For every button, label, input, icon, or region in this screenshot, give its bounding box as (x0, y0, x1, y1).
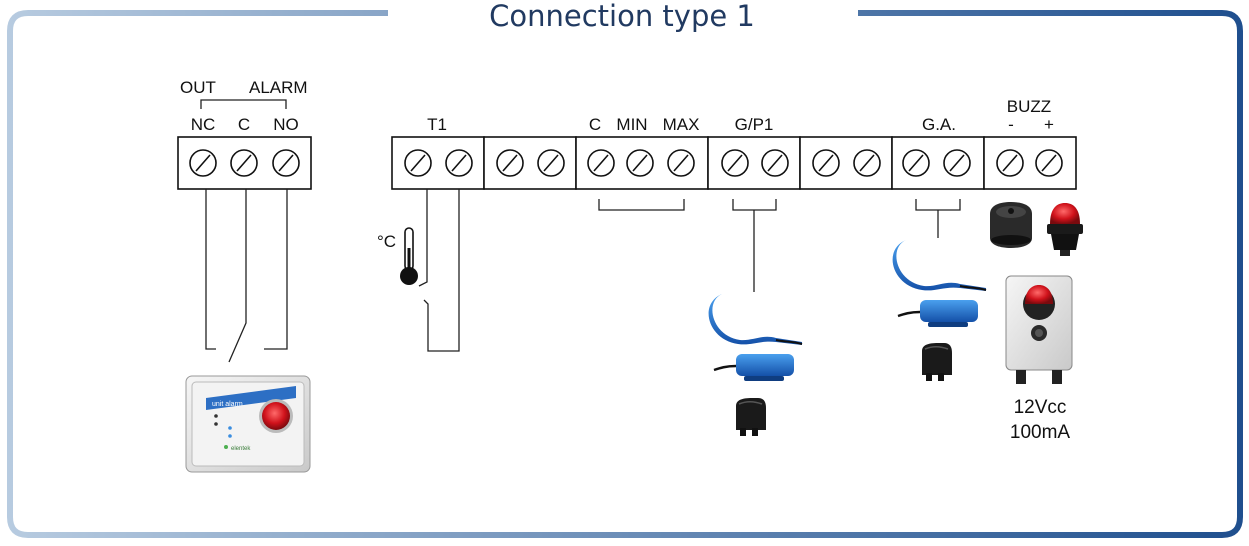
screw-terminal (667, 149, 695, 177)
diagram-title: Connection type 1 (489, 0, 755, 33)
alarm-unit-title: unit alarm (212, 401, 243, 408)
alarm-output-terminal-group: OUT ALARM NC C NO (177, 78, 312, 363)
buzzer-icon (990, 202, 1032, 248)
label-buzz-minus: - (1008, 115, 1014, 134)
main-terminal-strip: T1 C MIN MAX G/P1 G.A. BUZZ - + (391, 97, 1077, 352)
alarm-unit-brand: elentek (231, 446, 251, 452)
label-alarm: ALARM (249, 78, 308, 97)
label-ga: G.A. (922, 115, 956, 134)
label-no: NO (273, 115, 299, 134)
screw-terminal (812, 149, 840, 177)
terminal-screws (404, 149, 1063, 177)
label-min: MIN (616, 115, 647, 134)
float-bar-gp1 (712, 352, 796, 383)
screw-terminal (902, 149, 930, 177)
float-ball-ga (891, 239, 987, 292)
label-out: OUT (180, 78, 216, 97)
label-c-out: C (238, 115, 250, 134)
screw-terminal (537, 149, 565, 177)
float-bar-ga (896, 298, 980, 329)
screw-terminal (996, 149, 1024, 177)
screw-terminal (1035, 149, 1063, 177)
float-ball-gp1 (707, 293, 803, 346)
label-buzz: BUZZ (1007, 97, 1051, 116)
screw-terminal (404, 149, 432, 177)
float-cap-ga (921, 342, 953, 382)
screw-terminal (761, 149, 789, 177)
screw-terminal (721, 149, 749, 177)
beacon-light-icon (1047, 203, 1083, 256)
screw-terminal (587, 149, 615, 177)
alarm-control-box-image: unit alarm elentek (185, 375, 311, 473)
screw-terminal (496, 149, 524, 177)
float-switch-icon (707, 293, 803, 437)
screw-terminal (853, 149, 881, 177)
label-buzz-plus: + (1044, 115, 1054, 134)
thermo-unit: °C (377, 232, 396, 251)
siren-box-icon (1005, 275, 1073, 384)
label-nc: NC (191, 115, 216, 134)
screw-terminal (445, 149, 473, 177)
label-t1: T1 (427, 115, 447, 134)
label-c-level: C (589, 115, 601, 134)
float-switch-icon-ga (891, 239, 987, 382)
screw-terminal-c (230, 149, 258, 177)
label-gp1: G/P1 (735, 115, 774, 134)
buzz-voltage: 12Vcc (1014, 397, 1067, 418)
screw-terminal-nc (189, 149, 217, 177)
thermometer-icon: °C (377, 227, 418, 285)
buzz-current: 100mA (1010, 422, 1071, 443)
float-cap-gp1 (735, 397, 767, 437)
screw-terminal-no (272, 149, 300, 177)
frame (7, 10, 1243, 538)
label-max: MAX (663, 115, 700, 134)
screw-terminal (943, 149, 971, 177)
screw-terminal (626, 149, 654, 177)
